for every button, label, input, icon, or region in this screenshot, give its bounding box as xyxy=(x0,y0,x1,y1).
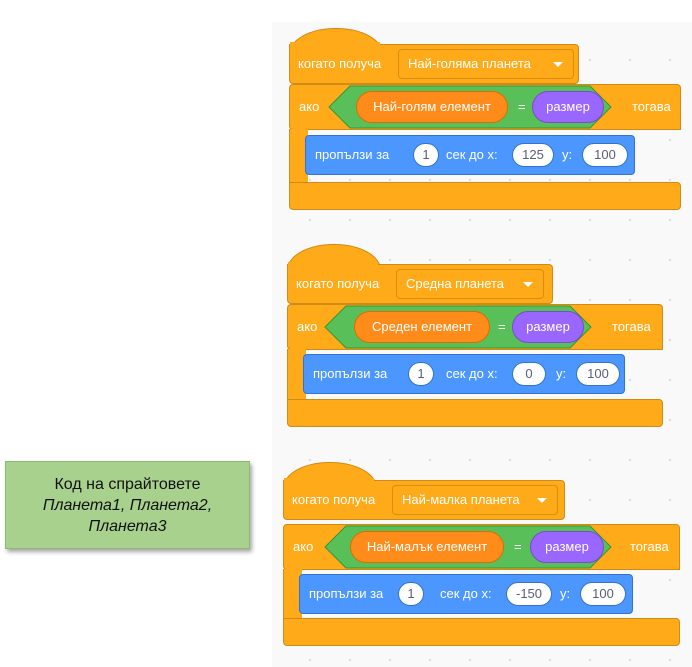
if-block[interactable]: ако Среден елемент = размер тогава xyxy=(287,304,663,350)
glide-to-xy-block[interactable]: пропълзи за 1 сек до x: 0 y: 100 xyxy=(303,354,625,394)
glide-label: пропълзи за xyxy=(313,366,388,381)
caret-down-icon xyxy=(553,62,563,67)
hat-label: когато получа xyxy=(296,276,380,291)
then-label: тогава xyxy=(630,539,669,554)
note-line-3: Планета3 xyxy=(88,517,167,535)
y-input[interactable]: 100 xyxy=(576,362,620,386)
equals-operator[interactable]: Най-малък елемент = размер xyxy=(324,525,612,569)
caret-down-icon xyxy=(523,282,533,287)
script-smallest-planet[interactable]: когато получа Най-малка планета ако Най-… xyxy=(283,462,680,652)
y-label: y: xyxy=(556,366,567,381)
smallest-element-reporter[interactable]: Най-малък елемент xyxy=(350,531,504,563)
secs-to-x-label: сек до x: xyxy=(446,366,498,381)
if-block-end xyxy=(287,399,663,427)
when-i-receive-block[interactable]: когато получа Най-голяма планета xyxy=(289,44,579,84)
if-block-end xyxy=(283,618,680,646)
then-label: тогава xyxy=(612,319,651,334)
caret-down-icon xyxy=(537,498,547,503)
secs-to-x-label: сек до x: xyxy=(446,147,498,162)
glide-to-xy-block[interactable]: пропълзи за 1 сек до x: 125 y: 100 xyxy=(305,135,635,175)
glide-label: пропълзи за xyxy=(315,147,390,162)
if-label: ако xyxy=(293,539,314,554)
script-largest-planet[interactable]: когато получа Най-голяма планета ако Най… xyxy=(289,28,681,218)
hat-seam xyxy=(284,478,374,484)
secs-input[interactable]: 1 xyxy=(398,582,424,606)
glide-to-xy-block[interactable]: пропълзи за 1 сек до x: -150 y: 100 xyxy=(299,574,633,614)
glide-label: пропълзи за xyxy=(309,586,384,601)
message-dropdown[interactable]: Най-голяма планета xyxy=(398,49,574,79)
y-input[interactable]: 100 xyxy=(582,143,628,167)
equals-operator[interactable]: Най-голям елемент = размер xyxy=(328,85,612,129)
sprite-code-note: Код на спрайтовете Планета1, Планета2, П… xyxy=(5,461,250,549)
equals-sign: = xyxy=(514,539,522,554)
note-line-2: Планета1, Планета2, xyxy=(42,496,213,514)
equals-sign: = xyxy=(518,99,526,114)
secs-input[interactable]: 1 xyxy=(413,143,439,167)
if-label: ако xyxy=(299,99,320,114)
x-input[interactable]: -150 xyxy=(506,582,552,606)
largest-element-reporter[interactable]: Най-голям елемент xyxy=(356,91,508,123)
message-dropdown[interactable]: Средна планета xyxy=(396,269,544,299)
y-label: y: xyxy=(560,586,571,601)
equals-sign: = xyxy=(498,319,506,334)
x-input[interactable]: 0 xyxy=(512,362,546,386)
size-reporter[interactable]: размер xyxy=(532,91,604,123)
message-value: Най-голяма планета xyxy=(408,56,531,71)
if-block[interactable]: ако Най-малък елемент = размер тогава xyxy=(283,524,680,570)
if-label: ако xyxy=(297,319,318,334)
if-block-arm xyxy=(289,129,308,183)
when-i-receive-block[interactable]: когато получа Средна планета xyxy=(287,264,553,304)
if-block-arm xyxy=(287,349,306,401)
y-input[interactable]: 100 xyxy=(580,582,626,606)
if-block[interactable]: ако Най-голям елемент = размер тогава xyxy=(289,84,681,130)
hat-label: когато получа xyxy=(292,492,376,507)
note-line-1: Код на спрайтовете xyxy=(54,475,201,493)
secs-to-x-label: сек до x: xyxy=(440,586,492,601)
size-reporter[interactable]: размер xyxy=(530,531,604,563)
message-value: Средна планета xyxy=(406,276,505,291)
then-label: тогава xyxy=(632,99,671,114)
size-reporter[interactable]: размер xyxy=(512,311,584,343)
secs-input[interactable]: 1 xyxy=(408,362,434,386)
y-label: y: xyxy=(562,147,573,162)
if-block-end xyxy=(289,182,681,210)
hat-seam xyxy=(288,262,378,268)
equals-operator[interactable]: Среден елемент = размер xyxy=(324,305,592,349)
script-medium-planet[interactable]: когато получа Средна планета ако Среден … xyxy=(287,244,663,434)
message-dropdown[interactable]: Най-малка планета xyxy=(392,485,558,515)
hat-seam xyxy=(290,42,380,48)
hat-label: когато получа xyxy=(298,56,382,71)
if-block-arm xyxy=(283,569,302,621)
medium-element-reporter[interactable]: Среден елемент xyxy=(354,311,490,343)
x-input[interactable]: 125 xyxy=(512,143,554,167)
when-i-receive-block[interactable]: когато получа Най-малка планета xyxy=(283,480,565,520)
message-value: Най-малка планета xyxy=(402,492,520,507)
